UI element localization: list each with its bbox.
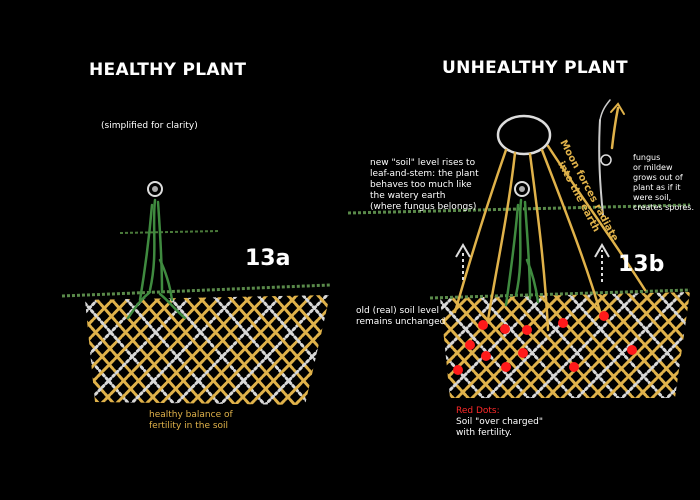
soil-hatch-stroke [543,292,657,398]
healthy-heading: HEALTHY PLANT [89,60,247,80]
healthy-plant [126,198,187,320]
soil-hatch-stroke [653,292,690,398]
red-dots-title: Red Dots: [456,406,500,416]
soil-hatch-stroke [128,295,242,405]
soil-hatch-stroke [440,292,472,398]
figure-number-13b: 13b [618,252,665,277]
soil-hatch-stroke [218,295,330,405]
fungus-icon [598,99,625,216]
soil-hatch-stroke [85,295,92,405]
healthy-caption: healthy balance of fertility in the soil [149,410,233,431]
fungus-note: fungus or mildew grows out of plant as i… [633,153,694,212]
unhealthy-heading: UNHEALTHY PLANT [442,58,628,78]
soil-hatch-stroke [483,292,597,398]
soil-hatch-stroke [603,292,690,398]
soil-hatch-stroke [85,295,122,405]
soil-hatch-stroke [203,295,317,405]
soil-hatch-stroke [498,292,612,398]
soil-hatch-stroke [158,295,272,405]
soil-hatch-stroke [648,292,690,398]
soil-hatch-stroke [113,295,227,405]
soil-hatch-stroke [638,292,690,398]
soil-hatch-stroke [513,292,627,398]
moon-icon [496,114,552,156]
healthy-soil-line [61,283,331,298]
soil-hatch-stroke [85,295,167,405]
moon-rays [453,144,647,332]
soil-hatch-stroke [558,292,672,398]
soil-hatch-stroke [633,292,690,398]
soil-hatch-stroke [440,292,552,398]
soil-hatch-stroke [278,295,330,405]
soil-hatch-stroke [85,295,87,405]
soil-hatch-stroke [188,295,302,405]
soil-hatch-stroke [528,292,642,398]
soil-hatch-stroke [85,295,102,405]
red-dots [453,311,637,375]
soil-hatch-stroke [573,292,687,398]
soil-hatch-stroke [85,295,132,405]
figure-number-13a: 13a [245,246,291,271]
soil-hatch-stroke [85,295,137,405]
rising-arrow-left [455,243,471,280]
simplified-note: (simplified for clarity) [101,121,198,131]
soil-hatch-stroke [0,292,75,405]
soil-hatch-stroke [173,295,287,405]
soil-hatch-stroke [468,292,582,398]
soil-hatch-stroke [85,295,107,405]
soil-hatch-stroke [298,295,330,405]
old-soil-line [429,288,691,300]
soil-hatch-stroke [588,292,690,398]
red-dots-note: Red Dots: Soil "over charged" with ferti… [456,406,543,438]
unhealthy-plant [504,198,540,307]
rising-arrow-right [594,243,610,282]
soil-hatch-stroke [695,290,700,400]
soil-hatch-stroke [98,295,212,405]
soil-hatch-stroke [248,295,330,405]
soil-hatch-stroke [683,292,690,398]
soil-hatch-stroke [283,295,330,405]
soil-hatch-stroke [85,295,117,405]
soil-hatch-stroke [618,292,690,398]
soil-hatch-stroke [440,292,507,398]
soil-hatch-stroke [143,295,257,405]
soil-hatch-stroke [668,292,690,398]
soil-hatch-stroke [440,292,487,398]
new-soil-note: new "soil" level rises to leaf-and-stem:… [370,158,479,212]
healthy-soil-lattice [0,292,330,405]
healthy-upper-line [119,230,221,234]
old-soil-note: old (real) soil level remains unchanged [356,306,446,327]
soil-hatch-stroke [440,292,462,398]
soil-hatch-stroke [440,292,492,398]
soil-hatch-stroke [268,295,330,405]
new-soil-line [347,203,691,215]
